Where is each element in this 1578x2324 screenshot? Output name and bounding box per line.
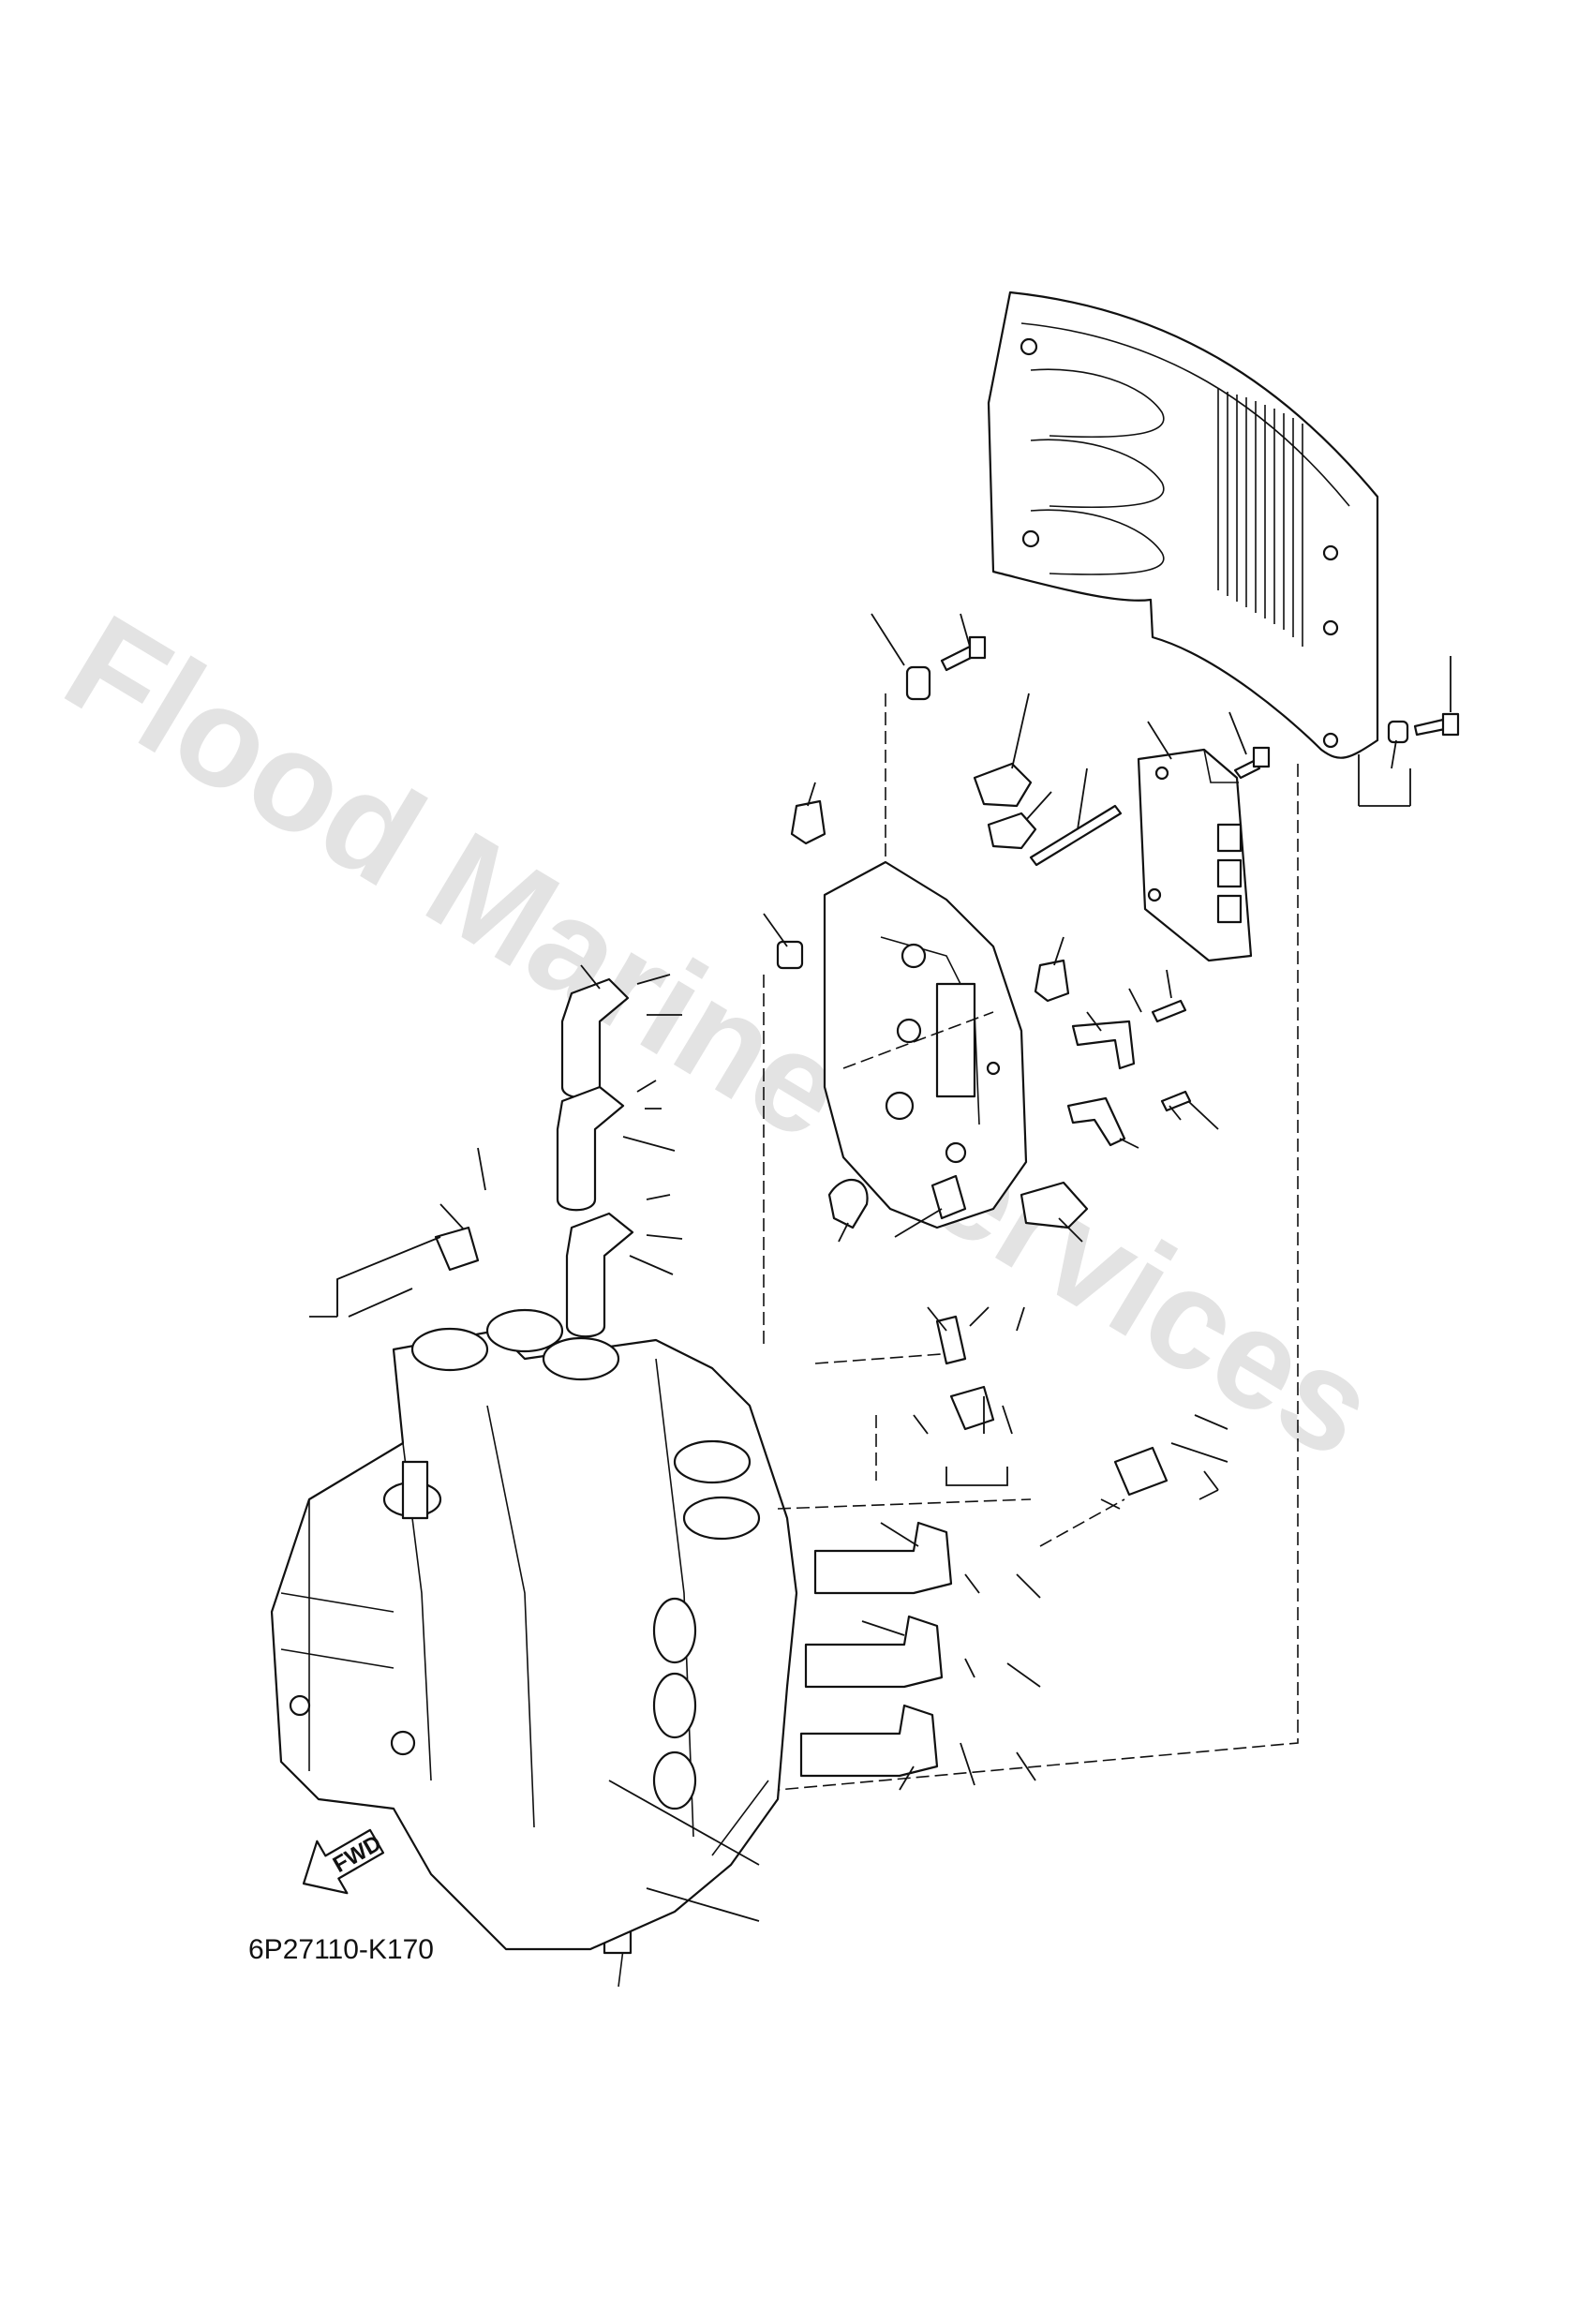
bracket-1 <box>1071 1020 1136 1070</box>
bolt-16 <box>940 635 987 672</box>
fwd-arrow: FWD <box>302 1828 386 1895</box>
connector-4 <box>930 1174 967 1220</box>
bolt-8a <box>1151 999 1187 1023</box>
sensor-29-lower <box>949 1385 995 1431</box>
bracket-7 <box>1066 1096 1126 1147</box>
ignition-coil-lower-1 <box>813 1521 953 1595</box>
clamp-11 <box>827 1178 869 1229</box>
cable-tie-12 <box>1029 804 1123 867</box>
diagram-code: 6P27110-K170 <box>248 1934 434 1965</box>
sensor-29-upper <box>434 1226 480 1272</box>
clamp-part-10a <box>790 799 826 845</box>
ignition-coil-upper-2 <box>556 1085 625 1212</box>
bolt-8b <box>1160 1090 1192 1112</box>
bolt-22 <box>1413 712 1460 737</box>
electrical-bracket <box>823 860 1028 1229</box>
ignition-coil-lower-3 <box>799 1704 939 1778</box>
clip-6 <box>1020 1181 1089 1229</box>
grommet-21 <box>1387 720 1409 744</box>
watermark-text: Flood Marine Services <box>41 584 1401 1487</box>
engine-block <box>270 1308 798 1951</box>
ignition-coil-upper-3 <box>565 1212 634 1338</box>
ignition-coil-lower-2 <box>804 1615 944 1689</box>
cover-fins <box>1217 389 1303 647</box>
clamp-part-10b <box>1034 959 1070 1003</box>
sensor-25 <box>1113 1446 1169 1497</box>
ecu-module <box>1137 748 1253 962</box>
collar-15 <box>776 940 804 970</box>
holder-part-13 <box>987 812 1037 850</box>
flywheel-cover <box>987 290 1379 759</box>
leader-lines <box>309 613 1451 1922</box>
grommet-14 <box>905 665 931 701</box>
bolt-3 <box>1233 746 1271 780</box>
holder-part-5 <box>973 762 1033 808</box>
reference-lines <box>763 693 1299 1791</box>
